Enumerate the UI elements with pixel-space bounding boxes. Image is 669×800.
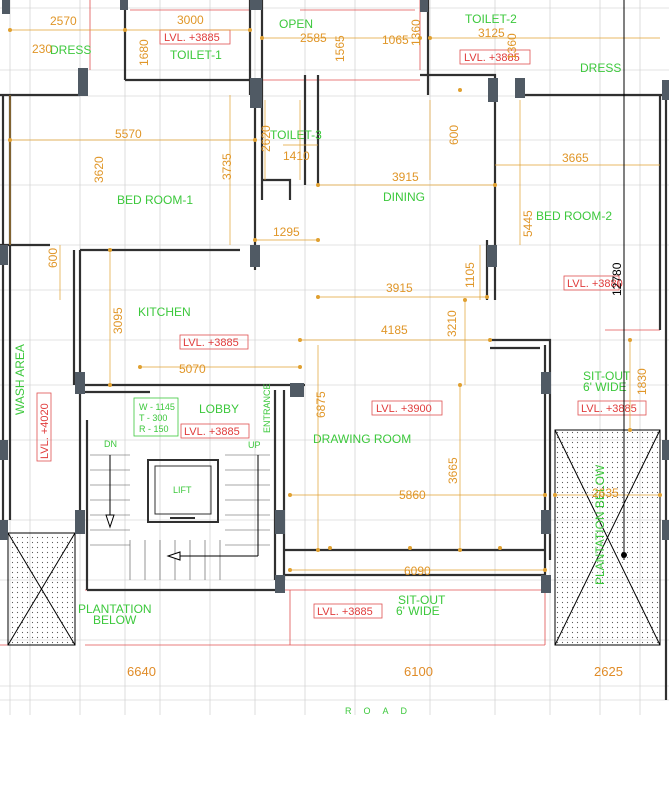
lift-shaft: [147, 459, 219, 523]
dim-5860: 5860: [399, 488, 426, 502]
dim-1830: 1830: [635, 368, 649, 395]
room-label-plantation-left: PLANTATION: [78, 602, 152, 616]
dim-3000: 3000: [177, 13, 204, 27]
dim-1105: 1105: [463, 262, 477, 288]
room-label-dress-right: DRESS: [580, 61, 621, 75]
dim-3665b: 3665: [446, 457, 460, 484]
room-label-drawing-room: DRAWING ROOM: [313, 432, 411, 446]
dim-3665a: 3665: [562, 151, 589, 165]
room-label-dress-left: DRESS: [50, 43, 91, 57]
dim-600b: 600: [46, 248, 60, 268]
dim-6640: 6640: [127, 664, 156, 679]
level-toilet-2: LVL. +3885: [464, 52, 520, 64]
room-label-entrance: ENTRANCE: [262, 383, 272, 433]
level-toilet-1: LVL. +3885: [164, 32, 220, 44]
plantation-zones: [7, 429, 661, 646]
dim-2585: 2585: [300, 31, 327, 45]
room-label-toilet-2: TOILET-2: [465, 12, 517, 26]
stair-arrows: [105, 455, 259, 561]
dim-3915a: 3915: [392, 170, 419, 184]
level-sit-out-right: LVL. +3885: [581, 403, 637, 415]
dim-3620: 3620: [92, 156, 106, 183]
stair-dn-label: DN: [104, 439, 117, 449]
dim-2620: 2620: [259, 125, 273, 152]
level-lobby: LVL. +3885: [184, 426, 240, 438]
dim-6090: 6090: [404, 564, 431, 578]
room-label-sit-out-right: SIT-OUT: [583, 369, 631, 383]
dim-1065: 1065: [382, 33, 409, 47]
dim-3210: 3210: [445, 310, 459, 337]
dim-2570: 2570: [50, 14, 77, 28]
dim-1410: 1410: [283, 149, 310, 163]
stair-spec-tread: T - 300: [139, 413, 167, 423]
dim-3915b: 3915: [386, 281, 413, 295]
room-label-open: OPEN: [279, 17, 313, 31]
road-label: ROAD: [345, 706, 419, 716]
room-label-toilet-3: TOILET-3: [270, 128, 322, 142]
room-label-wash-area: WASH AREA: [13, 344, 27, 415]
room-label-sit-out-bottom: SIT-OUT: [398, 593, 446, 607]
dim-3735: 3735: [220, 153, 234, 180]
dim-3125: 3125: [478, 26, 505, 40]
dim-230: 230: [32, 42, 52, 56]
dim-5570: 5570: [115, 127, 142, 141]
dimension-lines: [9, 29, 660, 571]
room-label-sit-out-right-width: 6' WIDE: [583, 380, 627, 394]
dim-6100: 6100: [404, 664, 433, 679]
columns: [0, 0, 669, 593]
room-label-bed-room-2: BED ROOM-2: [536, 209, 612, 223]
dimension-marks: [8, 28, 662, 572]
stair-spec-width: W - 1145: [139, 402, 175, 412]
room-label-plantation-left-2: BELOW: [93, 613, 137, 627]
room-label-sit-out-bottom-width: 6' WIDE: [396, 604, 440, 618]
dim-2625: 2625: [594, 664, 623, 679]
dim-2635: 2635: [592, 486, 619, 500]
level-bed-room-2: LVL. +3880: [567, 278, 623, 290]
dim-6875: 6875: [314, 391, 328, 418]
lift-label: LIFT: [173, 485, 192, 495]
dim-12780: 12780: [610, 262, 624, 296]
stair-up-label: UP: [248, 440, 261, 450]
dim-5070: 5070: [179, 362, 206, 376]
dim-1295: 1295: [273, 225, 300, 239]
room-label-dining: DINING: [383, 190, 425, 204]
dim-1360: 1360: [409, 19, 423, 46]
stair-spec-riser: R - 150: [139, 424, 169, 434]
room-label-lobby: LOBBY: [199, 402, 239, 416]
stair-spec-box: [133, 397, 179, 437]
dimension-end-mark: [621, 552, 627, 558]
dim-1680: 1680: [137, 39, 151, 66]
dim-1360b: 1360: [505, 33, 519, 60]
dim-600a: 600: [447, 125, 461, 145]
dim-5445: 5445: [521, 210, 535, 237]
room-label-toilet-1: TOILET-1: [170, 48, 222, 62]
level-sit-out-bottom: LVL. +3885: [317, 606, 373, 618]
level-kitchen: LVL. +3885: [183, 337, 239, 349]
room-label-plantation-right: PLANTATION BELOW: [593, 464, 607, 585]
dim-4185: 4185: [381, 323, 408, 337]
room-label-bed-room-1: BED ROOM-1: [117, 193, 193, 207]
room-label-kitchen: KITCHEN: [138, 305, 191, 319]
dim-1565: 1565: [333, 35, 347, 62]
level-drawing: LVL. +3900: [376, 403, 432, 415]
dim-3095: 3095: [111, 307, 125, 334]
level-wash-area: LVL. +4020: [39, 403, 51, 459]
